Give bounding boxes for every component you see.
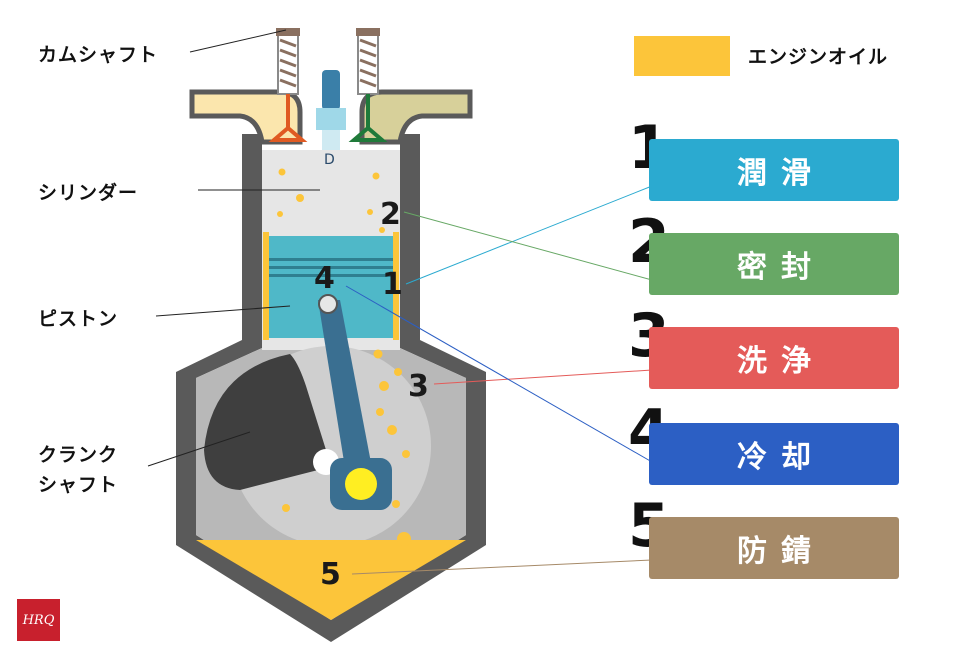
connector-5 <box>351 559 653 575</box>
brand-logo: HRQ <box>17 599 60 641</box>
function-box-cooling: 冷却 <box>649 423 899 485</box>
leader-lines <box>147 29 320 467</box>
function-box-lubrication: 潤滑 <box>649 139 899 201</box>
function-box-rust-prevention: 防錆 <box>649 517 899 579</box>
oil-film-right <box>393 232 399 340</box>
marker-3: 3 <box>408 369 429 404</box>
crank-pin <box>345 468 377 500</box>
piston-ring <box>269 258 393 261</box>
piston-label: ピストン <box>38 308 119 330</box>
oil-droplets <box>277 168 411 546</box>
counterweight <box>204 354 327 490</box>
brand-logo-text: HRQ <box>22 612 55 628</box>
crankshaft-label-line2: シャフト <box>38 474 119 496</box>
oil-sump <box>196 540 466 620</box>
engine-block-body <box>176 134 486 642</box>
spark-plug: D <box>316 70 346 168</box>
marker-1: 1 <box>382 267 403 302</box>
cylinder-label: シリンダー <box>38 182 139 204</box>
piston-ring <box>269 266 393 269</box>
connector-2 <box>403 211 653 281</box>
connector-3 <box>433 369 653 385</box>
crankshaft-label-line1: クランク <box>38 444 119 466</box>
oil-film-left <box>263 232 269 340</box>
connector-1 <box>405 185 653 285</box>
connecting-rod <box>318 300 372 474</box>
connector-4 <box>345 285 653 463</box>
marker-2: 2 <box>380 197 401 232</box>
piston-ring <box>269 274 393 277</box>
marker-5: 5 <box>320 557 341 592</box>
piston-pin <box>318 294 338 314</box>
legend-label: エンジンオイル <box>748 46 889 68</box>
camshaft-label: カムシャフト <box>38 44 159 66</box>
marker-4: 4 <box>314 261 335 296</box>
exhaust-valve <box>348 28 388 142</box>
function-box-sealing: 密封 <box>649 233 899 295</box>
legend-swatch <box>634 36 730 76</box>
svg-text:D: D <box>324 152 335 168</box>
function-box-cleaning: 洗浄 <box>649 327 899 389</box>
intake-valve <box>268 28 308 142</box>
